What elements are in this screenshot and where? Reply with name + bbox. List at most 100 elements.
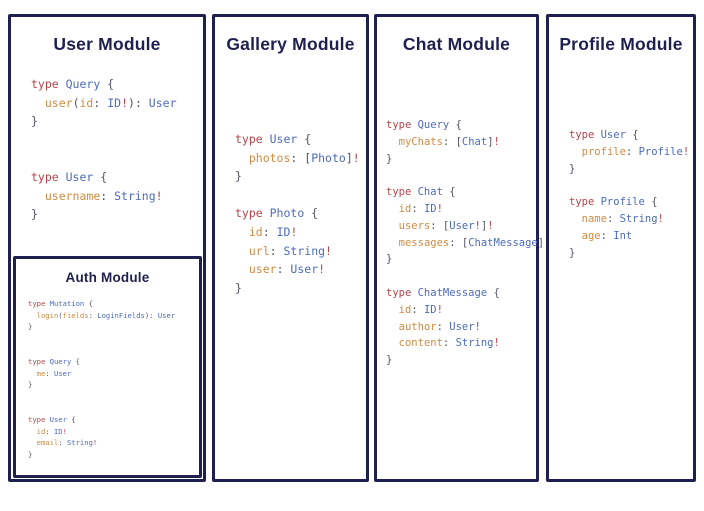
card-user-module[interactable]: User Module type Query { user(id: ID!): … — [8, 14, 206, 482]
code-token: User — [65, 169, 94, 184]
card-profile-module[interactable]: Profile Module type User { profile: Prof… — [546, 14, 696, 482]
code-token: login — [36, 310, 59, 320]
code-token: type — [386, 119, 418, 131]
code-token: ! — [352, 150, 360, 165]
code-token: ID — [423, 303, 437, 316]
code-token: ): — [128, 95, 149, 110]
code-token: } — [235, 280, 242, 295]
code-token: type — [569, 196, 601, 209]
code-token — [386, 136, 399, 148]
code-token: ID — [423, 202, 437, 215]
code-token: User — [290, 262, 319, 277]
code-token: Query — [417, 119, 450, 131]
card-title-gallery-module: Gallery Module — [226, 34, 355, 54]
code-token: ChatMessage — [417, 286, 488, 299]
code-token: ID — [276, 224, 291, 239]
code-token: String — [66, 438, 93, 448]
card-title-user-module: User Module — [53, 34, 161, 54]
code-token: Profile — [600, 196, 645, 209]
code-token: ! — [290, 224, 298, 239]
code-token: type — [31, 169, 66, 184]
code-token: ChatMessage — [468, 236, 538, 249]
code-token: ] — [480, 219, 488, 232]
code-token: ] — [487, 135, 494, 148]
code-token: { — [442, 186, 456, 199]
code-token: } — [386, 253, 393, 266]
code-token — [28, 311, 37, 320]
code-token: : — [45, 426, 54, 436]
code-token: [ — [442, 219, 450, 232]
code-token: : — [411, 202, 424, 215]
code-token: : — [600, 229, 614, 242]
code-token — [386, 304, 399, 316]
card-chat-module[interactable]: Chat Module type Query { myChats: [Chat]… — [374, 14, 550, 482]
code-token: } — [31, 114, 38, 129]
code-token: age — [581, 229, 601, 242]
code-token: url — [248, 243, 270, 258]
card-title-profile-module: Profile Module — [559, 34, 683, 54]
code-token: User — [449, 320, 475, 333]
code-token: me — [36, 368, 46, 378]
code-token: ! — [493, 337, 500, 350]
code-token: String — [455, 337, 494, 350]
code-token: : — [93, 95, 108, 110]
code-token: } — [31, 207, 38, 222]
code-token: : — [436, 320, 450, 333]
code-token: id — [248, 224, 263, 239]
code-token — [569, 146, 582, 158]
code-token: : — [290, 150, 305, 165]
code-token — [28, 427, 37, 436]
code-token: ID — [53, 426, 63, 436]
code-token: name — [581, 212, 607, 225]
code-token: type — [386, 186, 418, 199]
code-token: { — [84, 299, 93, 308]
code-token: : — [430, 219, 443, 232]
code-token: : — [262, 224, 277, 239]
code-token: Photo — [311, 150, 346, 165]
code-token: type — [235, 206, 270, 221]
code-token: type — [31, 77, 66, 91]
code-token: } — [28, 449, 33, 459]
code-token: photos — [248, 150, 291, 165]
code-token: ! — [436, 303, 443, 316]
code-token: user — [44, 95, 73, 110]
code-token — [31, 189, 45, 203]
code-token: myChats — [398, 135, 443, 148]
code-token: [ — [455, 135, 462, 148]
code-token: ! — [474, 320, 481, 333]
code-token: } — [28, 380, 33, 390]
code-token — [386, 237, 399, 249]
code-token: } — [569, 246, 576, 259]
code-token: Chat — [461, 135, 488, 148]
code-token: { — [93, 169, 108, 184]
code-token: id — [398, 202, 412, 215]
card-gallery-module[interactable]: Gallery Module type User { photos: [Phot… — [212, 14, 369, 482]
code-token: } — [235, 169, 242, 184]
code-token: users — [398, 219, 431, 232]
code-block-auth-module: type Mutation { login(fields: LoginField… — [16, 298, 199, 460]
code-token: type — [28, 299, 50, 308]
card-auth-module[interactable]: Auth Module type Mutation { login(fields… — [13, 256, 202, 478]
code-token: String — [619, 212, 658, 225]
code-token — [235, 225, 249, 239]
code-token: id — [79, 95, 94, 110]
code-token: Chat — [417, 186, 443, 199]
code-token: { — [625, 129, 639, 141]
code-token: ! — [487, 219, 494, 232]
code-token: : — [625, 145, 639, 158]
code-block-user-module: type Query { user(id: ID!): User } type … — [11, 75, 203, 224]
code-token — [386, 337, 399, 349]
code-token: } — [28, 322, 33, 332]
code-token: : — [100, 188, 115, 203]
code-token — [386, 220, 399, 232]
code-token: content — [398, 337, 443, 350]
code-token: user — [248, 262, 277, 277]
code-token: Photo — [269, 206, 305, 221]
code-token: : — [88, 310, 98, 320]
code-token: email — [36, 438, 59, 448]
code-token — [28, 438, 37, 447]
code-token — [235, 244, 249, 258]
code-token: { — [66, 414, 76, 424]
code-token: } — [386, 152, 393, 165]
code-token: Query — [65, 77, 101, 91]
